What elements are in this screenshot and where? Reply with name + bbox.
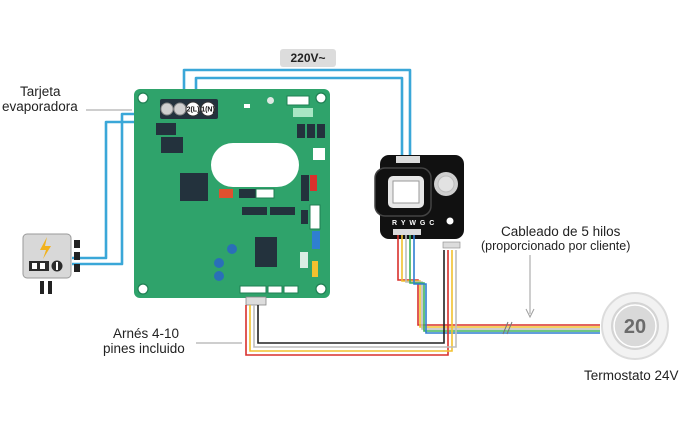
terminal-l-label: 2(L)	[187, 107, 200, 114]
voltage-badge: 220V~	[280, 49, 336, 67]
wiring-label-line2: (proporcionado por cliente)	[481, 239, 630, 253]
harness-cable	[245, 250, 457, 356]
board-label-line2: evaporadora	[2, 99, 78, 114]
power-switch-box	[22, 233, 80, 294]
voltage-label: 220V~	[290, 51, 325, 65]
lightning-icon	[40, 237, 51, 259]
thermostat-cable	[397, 235, 600, 334]
terminal-n-label: 1(N)	[201, 107, 215, 114]
terminal-screw-icon	[160, 102, 174, 116]
wiring-label-line1: Cableado de 5 hilos	[501, 224, 621, 239]
terminal-screw-icon	[173, 102, 187, 116]
board-label-line1: Tarjeta	[20, 84, 61, 99]
module-pin-labels: R Y W G C	[392, 220, 435, 227]
cable-break-mark	[502, 321, 513, 335]
harness-label-line1: Arnés 4-10	[113, 326, 179, 341]
terminal-block: 2(L) 1(N)	[160, 99, 218, 119]
thermostat: 20	[601, 292, 669, 360]
evaporator-board	[134, 89, 330, 306]
control-module: R Y W G C	[374, 155, 464, 249]
thermostat-caption: Termostato 24V	[584, 368, 679, 383]
switch-icon	[29, 260, 63, 272]
harness-label-line2: pines incluido	[103, 341, 185, 356]
thermostat-display: 20	[624, 316, 646, 338]
